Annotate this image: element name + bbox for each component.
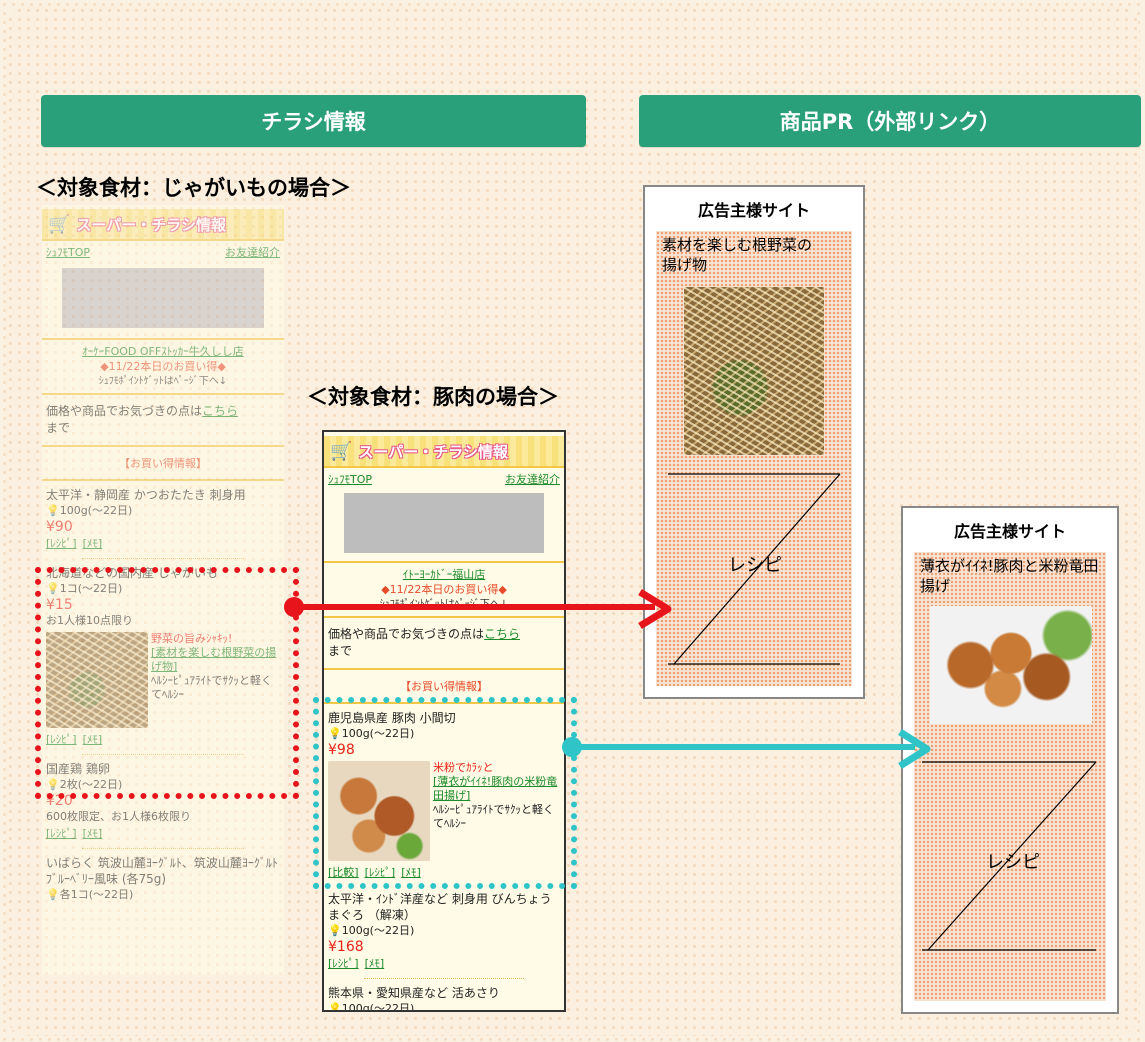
flyer-logo: 🛒 スーパー・チラシ情報 [324,436,564,468]
divider [324,561,564,563]
deal-heading: ◆11/22本日のお買い得◆ [381,583,507,596]
recipe-link[interactable]: [ﾚｼﾋﾟ] [46,733,77,746]
divider [42,338,284,340]
memo-link[interactable]: [ﾒﾓ] [364,957,385,970]
advertiser-content: 薄衣がｲｲﾈ!豚肉と米粉竜田揚げ レシピ [914,552,1106,1001]
recipe-title-link[interactable]: [薄衣がｲｲﾈ!豚肉の米粉竜田揚げ] [433,775,558,802]
section-heading: 【お買い得情報】 [400,680,488,693]
banner-placeholder [62,268,264,328]
flyer-screen-potato: 🛒 スーパー・チラシ情報 ｼｭﾌﾓTOP お友達紹介 ｵｰｹｰFOOD OFFｽ… [42,205,284,975]
advertiser-text: 薄衣がｲｲﾈ!豚肉と米粉竜田揚げ [920,557,1099,595]
advertiser-site-title: 広告主様サイト [697,201,810,220]
list-item: 太平洋・静岡産 かつおたたき 刺身用 💡100g(～22日) ¥90 [ﾚｼﾋﾟ… [46,488,246,550]
case-title-pork: ＜対象食材：豚肉の場合＞ [307,385,559,409]
cyan-arrow [562,729,931,769]
list-item-pork: 鹿児島県産 豚肉 小間切 💡100g(～22日) ¥98 米粉でｶﾗｯと [薄衣… [324,708,564,883]
memo-link[interactable]: [ﾒﾓ] [82,733,103,746]
bulb-icon: 💡 [46,888,60,901]
store-name-link[interactable]: ｵｰｹｰFOOD OFFｽﾄｯｶｰ牛久しし店 [82,345,244,358]
list-item-potato: 北海道などの国内産 じゃがいも 💡1コ(～22日) ¥15 お1人様10点限り … [42,563,284,750]
recipe-link[interactable]: [ﾚｼﾋﾟ] [46,827,77,840]
list-item: いばらく 筑波山麓ﾖｰｸﾞﾙﾄ、筑波山麓ﾖｰｸﾞﾙﾄﾌﾞﾙｰﾍﾞﾘｰ風味 (各7… [46,856,278,901]
noodle-photo [46,632,148,728]
case-title-potato: ＜対象食材：じゃがいもの場合＞ [36,176,351,200]
recipe-link[interactable]: [ﾚｼﾋﾟ] [364,866,396,879]
feedback-text: 価格や商品でお気づきの点はこちら まで [46,404,239,435]
cart-icon: 🛒 [330,440,353,462]
brand-name: スーパー・チラシ情報 [358,442,508,461]
points-note: ｼｭﾌﾓﾎﾟｲﾝﾄｹﾞｯﾄはﾍﾟｰｼﾞ下へ↓ [98,376,228,387]
nav-friend-link[interactable]: お友達紹介 [505,473,560,486]
bulb-icon: 💡 [46,504,60,517]
memo-link[interactable]: [ﾒﾓ] [82,537,103,550]
divider [42,393,284,395]
flyer-screen-pork: 🛒 スーパー・チラシ情報 ｼｭﾌﾓTOP お友達紹介 ｲﾄｰﾖｰｶﾄﾞｰ福山店 … [322,430,566,1012]
store-info: ｵｰｹｰFOOD OFFｽﾄｯｶｰ牛久しし店 ◆11/22本日のお買い得◆ ｼｭ… [42,344,284,389]
cart-icon: 🛒 [48,213,71,235]
advertiser-text: 素材を楽しむ根野菜の揚げ物 [662,236,813,274]
compare-link[interactable]: [比較] [328,866,359,879]
recipe-label: レシピ [986,852,1040,873]
feedback-text: 価格や商品でお気づきの点はこちら まで [328,627,521,658]
karaage-photo [930,606,1092,724]
divider [42,479,284,481]
pork-photo [328,761,430,861]
advertiser-content: 素材を楽しむ根野菜の揚げ物 レシピ [656,231,852,686]
divider [324,668,564,670]
advertiser-site-1: 広告主様サイト 素材を楽しむ根野菜の揚げ物 レシピ [643,185,865,699]
advertiser-site-2: 広告主様サイト 薄衣がｲｲﾈ!豚肉と米粉竜田揚げ レシピ [901,506,1119,1014]
recipe-label: レシピ [728,555,782,576]
recipe-title-link[interactable]: [素材を楽しむ根野菜の揚げ物] [151,646,277,673]
memo-link[interactable]: [ﾒﾓ] [82,827,103,840]
banner-placeholder [344,493,544,553]
divider [324,702,564,704]
bulb-icon: 💡 [328,727,342,740]
advertiser-site-title: 広告主様サイト [953,522,1066,541]
list-item: 国産鶏 鶏卵 💡2枚(～22日) ¥20 600枚限定、お1人様6枚限り [ﾚｼ… [46,762,191,840]
separator [82,558,244,559]
recipe-link[interactable]: [ﾚｼﾋﾟ] [46,537,77,550]
bulb-icon: 💡 [46,582,60,595]
recipe-diagram-1 [668,473,841,665]
recipe-link[interactable]: [ﾚｼﾋﾟ] [328,957,359,970]
recipe-diagram-2 [922,761,1097,951]
bulb-icon: 💡 [328,924,342,937]
nav-top-link[interactable]: ｼｭﾌﾓTOP [328,473,373,486]
bulb-icon: 💡 [328,1002,342,1012]
separator [82,848,244,849]
brand-name: スーパー・チラシ情報 [76,215,226,234]
feedback-link[interactable]: こちら [202,404,239,418]
section-heading: 【お買い得情報】 [119,457,207,470]
store-name-link[interactable]: ｲﾄｰﾖｰｶﾄﾞｰ福山店 [402,568,486,581]
product-pr-header: 商品PR（外部リンク） [639,95,1141,147]
bulb-icon: 💡 [46,778,60,791]
deal-heading: ◆11/22本日のお買い得◆ [100,360,226,373]
noodle-photo [684,287,824,455]
flyer-logo: 🛒 スーパー・チラシ情報 [42,209,284,241]
nav-friend-link[interactable]: お友達紹介 [225,246,280,259]
highlight-potato-item [35,567,299,799]
feedback-link[interactable]: こちら [484,627,521,641]
flyer-info-header: チラシ情報 [41,95,586,147]
divider [42,445,284,447]
separator [82,754,244,755]
nav-top-link[interactable]: ｼｭﾌﾓTOP [46,246,91,259]
separator [364,978,524,979]
memo-link[interactable]: [ﾒﾓ] [401,866,421,879]
list-item: 太平洋・ｲﾝﾄﾞ洋産など 刺身用 びんちょうまぐろ （解凍） 💡100g(～22… [328,892,552,970]
divider [324,616,564,618]
list-item: 熊本県・愛知県産など 活あさり 💡100g(～22日) [324,983,564,1012]
highlight-pork-item [313,697,577,889]
red-arrow [284,589,672,629]
